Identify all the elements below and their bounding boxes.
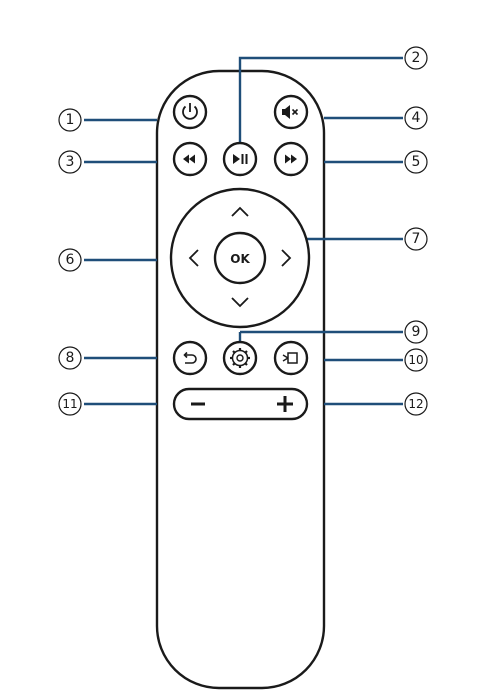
volume-up-button[interactable] <box>277 396 293 412</box>
chevron-up-icon <box>231 206 249 217</box>
callout-2: 2 <box>404 46 428 70</box>
callout-4: 4 <box>404 106 428 130</box>
rewind-button[interactable] <box>172 141 208 177</box>
svg-text:3: 3 <box>66 154 75 170</box>
fast-forward-button[interactable] <box>273 141 309 177</box>
chevron-right-icon <box>281 249 292 267</box>
dpad-down[interactable] <box>231 297 249 308</box>
callout-1: 1 <box>58 108 82 132</box>
svg-text:10: 10 <box>408 353 423 367</box>
dpad: OK <box>169 187 311 329</box>
svg-text:7: 7 <box>412 231 421 247</box>
svg-text:1: 1 <box>66 112 75 128</box>
dpad-up[interactable] <box>231 206 249 217</box>
callout-6: 6 <box>58 248 82 272</box>
svg-text:6: 6 <box>66 252 75 268</box>
settings-button[interactable] <box>222 340 258 376</box>
dpad-left[interactable] <box>188 249 199 267</box>
volume-rocker <box>172 387 309 421</box>
play-pause-button[interactable] <box>222 141 258 177</box>
input-button[interactable] <box>273 340 309 376</box>
callout-10: 10 <box>404 348 428 372</box>
svg-text:5: 5 <box>412 154 421 170</box>
callout-11: 11 <box>58 392 82 416</box>
back-icon <box>183 351 197 364</box>
fast-forward-icon <box>285 154 297 164</box>
svg-text:11: 11 <box>62 397 77 411</box>
rewind-icon <box>183 154 195 164</box>
back-button[interactable] <box>172 340 208 376</box>
svg-text:2: 2 <box>412 50 421 66</box>
leader-lines <box>84 56 403 406</box>
mute-icon <box>282 105 299 119</box>
ok-label: OK <box>230 252 250 266</box>
callout-5: 5 <box>404 150 428 174</box>
chevron-down-icon <box>231 297 249 308</box>
leader-2 <box>238 56 403 146</box>
mute-button[interactable] <box>273 94 309 130</box>
ok-button[interactable]: OK <box>213 231 267 285</box>
callout-7: 7 <box>404 227 428 251</box>
chevron-left-icon <box>188 249 199 267</box>
svg-text:8: 8 <box>66 350 75 366</box>
dpad-right[interactable] <box>281 249 292 267</box>
callout-9: 9 <box>404 320 428 344</box>
gear-icon <box>230 348 250 368</box>
play-pause-icon <box>233 154 248 164</box>
callout-12: 12 <box>404 392 428 416</box>
minus-icon <box>191 402 205 406</box>
callout-3: 3 <box>58 150 82 174</box>
svg-text:12: 12 <box>408 397 423 411</box>
plus-icon <box>277 396 293 412</box>
volume-down-button[interactable] <box>191 402 205 406</box>
callout-8: 8 <box>58 346 82 370</box>
svg-text:4: 4 <box>412 110 421 126</box>
input-source-icon <box>282 352 298 364</box>
power-button[interactable] <box>172 94 208 130</box>
callouts: 1 2 3 4 5 6 7 8 <box>58 46 428 416</box>
svg-text:9: 9 <box>412 324 421 340</box>
power-icon <box>182 103 198 120</box>
